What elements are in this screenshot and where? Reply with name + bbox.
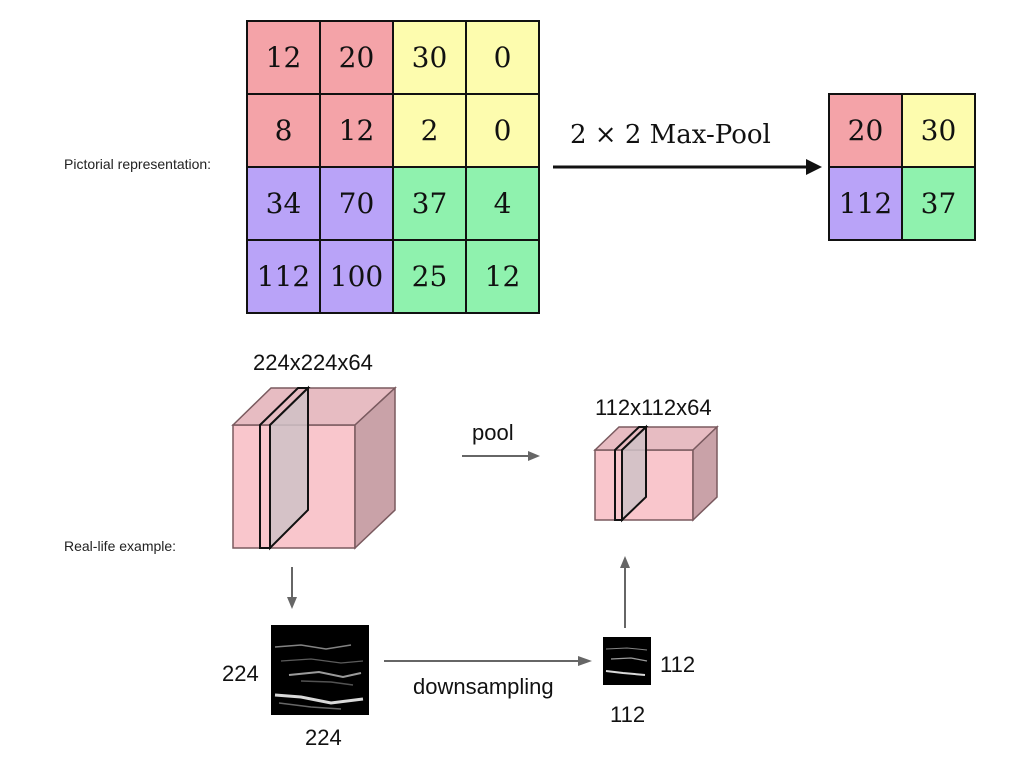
input-cell-r3-c1: 34	[247, 167, 320, 240]
output-cell-r2-c2: 37	[902, 167, 975, 240]
input-cell-r1-c1: 12	[247, 21, 320, 94]
downsampling-label: downsampling	[413, 674, 554, 699]
big-activation-map	[271, 625, 369, 715]
input-cell-r4-c2: 100	[320, 240, 393, 313]
small-map-width-label: 112	[610, 702, 646, 727]
input-cell-r3-c2: 70	[320, 167, 393, 240]
big-volume-label: 224x224x64	[253, 350, 373, 375]
small-cube-side-face	[692, 425, 718, 522]
output-cell-r2-c1: 112	[829, 167, 902, 240]
input-cell-r1-c4: 0	[466, 21, 539, 94]
big-cube-side-face	[354, 386, 396, 550]
input-cell-r1-c3: 30	[393, 21, 466, 94]
output-cell-r1-c1: 20	[829, 94, 902, 167]
input-cell-r1-c2: 20	[320, 21, 393, 94]
input-cell-r4-c1: 112	[247, 240, 320, 313]
maxpool-arrow	[553, 159, 822, 175]
down-arrow	[287, 567, 297, 609]
pictorial-caption: Pictorial representation:	[64, 156, 212, 172]
input-cell-r2-c4: 0	[466, 94, 539, 167]
maxpool-label: 2 × 2 Max-Pool	[570, 120, 771, 150]
small-volume-label: 112x112x64	[595, 395, 712, 420]
small-activation-map	[603, 637, 651, 685]
output-cell-r1-c2: 30	[902, 94, 975, 167]
real-life-caption: Real-life example:	[64, 538, 177, 554]
big-volume-cube	[231, 385, 397, 551]
input-cell-r4-c3: 25	[393, 240, 466, 313]
big-map-width-label: 224	[305, 725, 342, 750]
pool-label: pool	[472, 420, 514, 445]
downsampling-arrow	[384, 656, 592, 666]
input-cell-r4-c4: 12	[466, 240, 539, 313]
input-cell-r3-c3: 37	[393, 167, 466, 240]
small-cube-slice-face	[621, 424, 647, 523]
input-cell-r2-c1: 8	[247, 94, 320, 167]
pool-arrow	[462, 451, 540, 461]
big-map-height-label: 224	[222, 661, 259, 686]
up-arrow	[620, 556, 630, 628]
big-cube-slice-face	[269, 385, 309, 551]
small-map-height-label: 112	[660, 652, 696, 677]
input-cell-r3-c4: 4	[466, 167, 539, 240]
small-volume-cube	[593, 424, 719, 523]
input-cell-r2-c3: 2	[393, 94, 466, 167]
input-cell-r2-c2: 12	[320, 94, 393, 167]
